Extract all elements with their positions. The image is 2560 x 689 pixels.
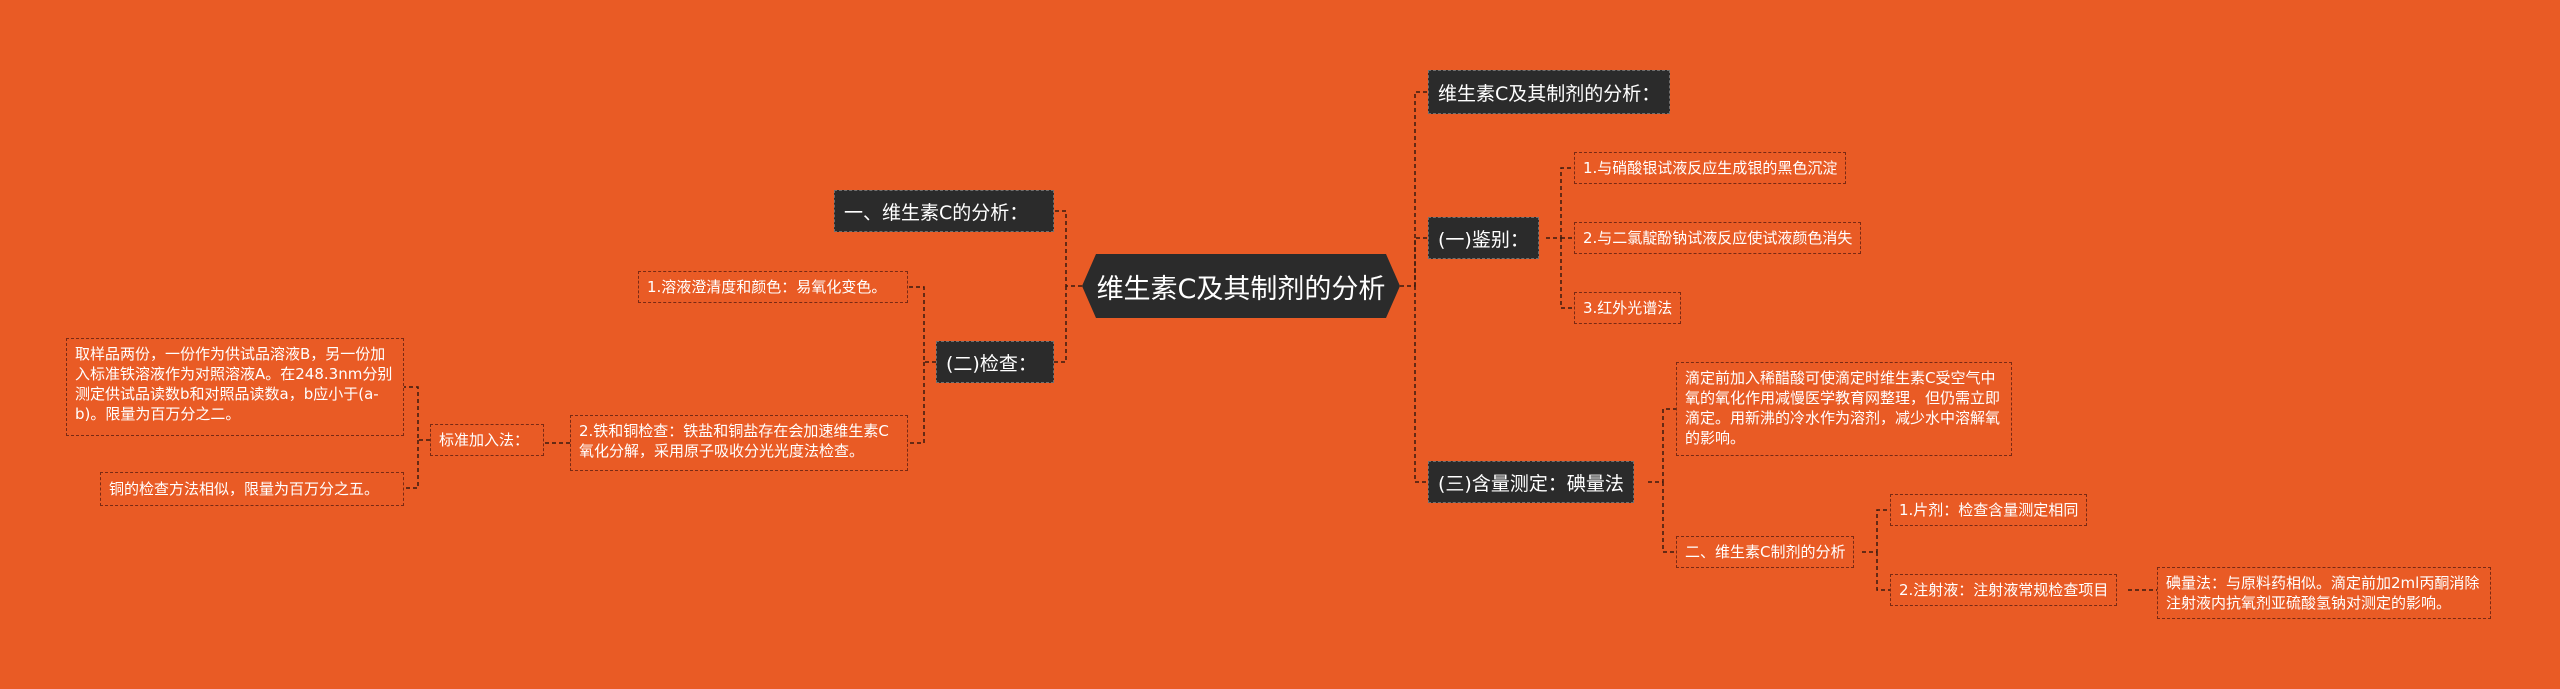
right-title-node[interactable]: 维生素C及其制剂的分析： xyxy=(1428,70,1671,114)
link-root-check xyxy=(1054,286,1067,363)
identify-item-2[interactable]: 2.与二氯靛酚钠试液反应使试液颜色消失 xyxy=(1574,222,1862,254)
injection-item[interactable]: 2.注射液：注射液常规检查项目 xyxy=(1890,574,2118,606)
standard-sample-note[interactable]: 取样品两份，一份作为供试品溶液B，另一份加入标准铁溶液作为对照溶液A。在248.… xyxy=(66,338,404,436)
link-root-title xyxy=(1400,91,1428,287)
tablet-item[interactable]: 1.片剂：检查含量测定相同 xyxy=(1890,494,2088,526)
link-prep-children xyxy=(1862,509,1890,591)
injection-note[interactable]: 碘量法：与原料药相似。滴定前加2ml丙酮消除注射液内抗氧剂亚硫酸氢钠对测定的影响… xyxy=(2157,567,2491,619)
analysis-node[interactable]: 一、维生素C的分析： xyxy=(834,190,1054,232)
link-identify-items xyxy=(1546,167,1574,309)
assay-node[interactable]: (三)含量测定：碘量法 xyxy=(1428,461,1634,503)
copper-limit-note[interactable]: 铜的检查方法相似，限量为百万分之五。 xyxy=(100,472,404,506)
check-node[interactable]: (二)检查： xyxy=(936,341,1054,383)
link-check-leaves xyxy=(908,286,936,444)
identify-node[interactable]: (一)鉴别： xyxy=(1428,217,1539,259)
link-root-analysis xyxy=(1054,210,1082,287)
link-root-assay xyxy=(1414,286,1428,483)
identify-item-3[interactable]: 3.红外光谱法 xyxy=(1574,292,1682,324)
clarity-item[interactable]: 1.溶液澄清度和颜色：易氧化变色。 xyxy=(638,271,908,303)
iron-copper-item[interactable]: 2.铁和铜检查：铁盐和铜盐存在会加速维生素C氧化分解，采用原子吸收分光光度法检查… xyxy=(570,415,908,471)
root-topic[interactable]: 维生素C及其制剂的分析 xyxy=(1082,254,1400,318)
link-standard-children xyxy=(404,386,430,489)
assay-note[interactable]: 滴定前加入稀醋酸可使滴定时维生素C受空气中氧的氧化作用减慢医学教育网整理，但仍需… xyxy=(1676,362,2012,456)
identify-item-1[interactable]: 1.与硝酸银试液反应生成银的黑色沉淀 xyxy=(1574,152,1847,184)
prep-node[interactable]: 二、维生素C制剂的分析 xyxy=(1676,536,1855,568)
standard-method-node[interactable]: 标准加入法： xyxy=(430,424,544,456)
link-assay-children xyxy=(1648,408,1676,553)
link-root-identify xyxy=(1414,237,1428,286)
